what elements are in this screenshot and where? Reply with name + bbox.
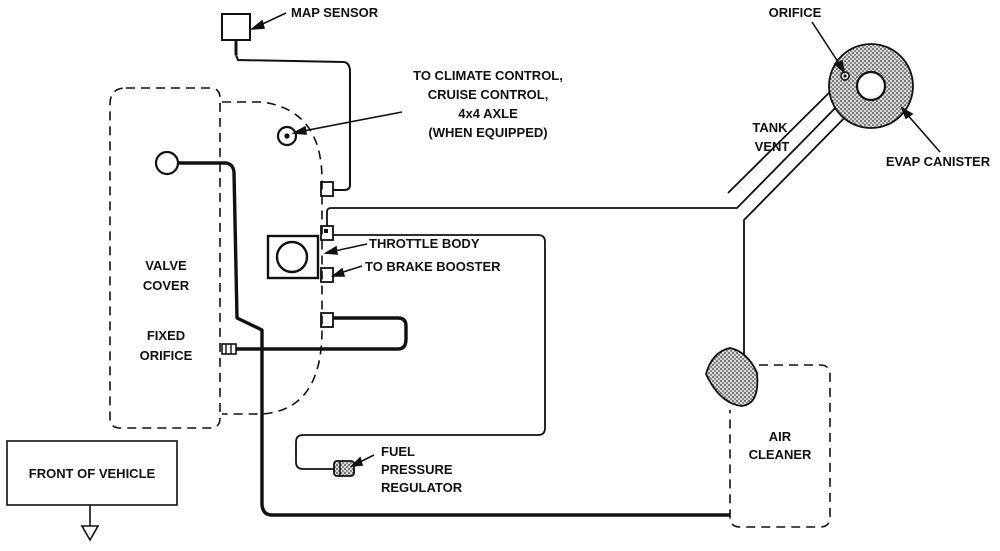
valve-cover-outline xyxy=(109,87,221,429)
valve-cover-port xyxy=(154,150,180,176)
leader-lines xyxy=(249,12,941,468)
label-tank: TANK xyxy=(752,120,788,135)
label-throttle-body: THROTTLE BODY xyxy=(369,236,480,251)
label-pressure: PRESSURE xyxy=(381,462,453,477)
label-to-climate-4: (WHEN EQUIPPED) xyxy=(428,125,547,140)
label-valve: VALVE xyxy=(145,258,187,273)
label-cover: COVER xyxy=(143,278,190,293)
evap-canister xyxy=(828,43,914,129)
label-cleaner: CLEANER xyxy=(749,447,812,462)
label-front-of-vehicle: FRONT OF VEHICLE xyxy=(29,466,156,481)
throttle-body xyxy=(266,234,320,280)
air-cleaner-snorkel xyxy=(705,347,759,407)
pcv-hose xyxy=(178,161,730,517)
label-map-sensor: MAP SENSOR xyxy=(291,5,379,20)
label-vent: VENT xyxy=(755,139,790,154)
canister-purge-line-2 xyxy=(743,103,859,365)
label-to-climate-2: CRUISE CONTROL, xyxy=(428,87,549,102)
fuel-pressure-regulator xyxy=(333,460,355,477)
map-sensor xyxy=(221,13,351,191)
canister-purge-line xyxy=(326,94,849,226)
fixed-orifice-hose xyxy=(236,316,408,351)
fixed-orifice-fitting xyxy=(221,343,237,355)
label-fixed-orifice: ORIFICE xyxy=(140,348,193,363)
climate-control-port xyxy=(276,125,298,147)
front-of-vehicle-box xyxy=(6,440,178,542)
label-fuel: FUEL xyxy=(381,444,415,459)
label-to-climate-3: 4x4 AXLE xyxy=(458,106,518,121)
label-air: AIR xyxy=(769,429,792,444)
label-orifice: ORIFICE xyxy=(769,5,822,20)
label-evap-canister: EVAP CANISTER xyxy=(886,154,991,169)
fuel-regulator-line xyxy=(295,234,546,470)
label-fixed: FIXED xyxy=(147,328,185,343)
label-regulator: REGULATOR xyxy=(381,480,463,495)
air-cleaner xyxy=(705,347,831,528)
tank-vent-line xyxy=(727,77,845,194)
label-to-climate-1: TO CLIMATE CONTROL, xyxy=(413,68,563,83)
label-to-brake-booster: TO BRAKE BOOSTER xyxy=(365,259,501,274)
